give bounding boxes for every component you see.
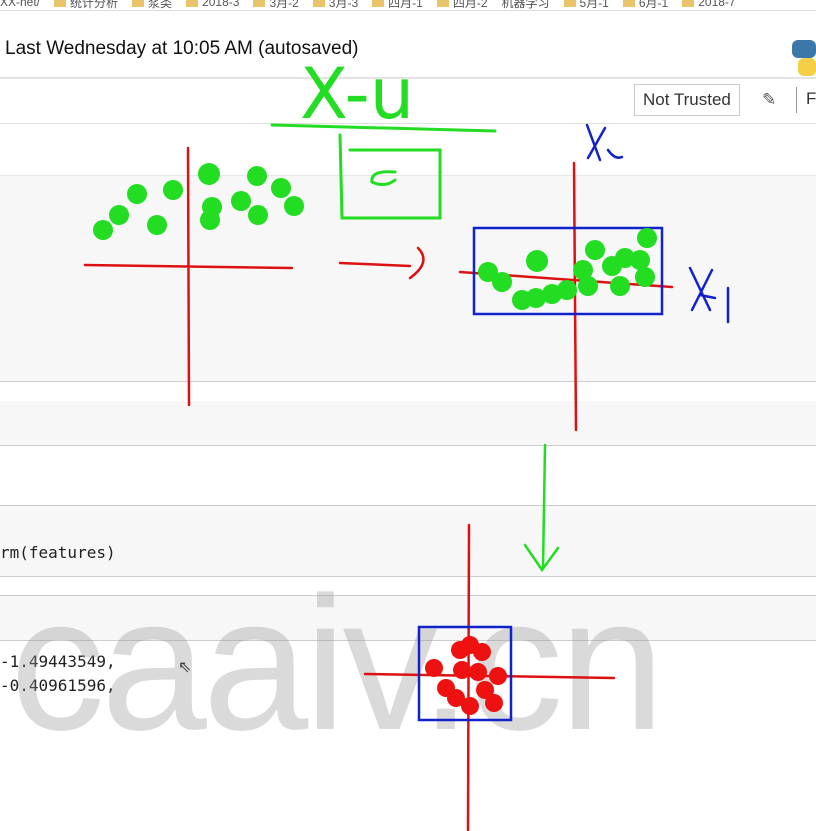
bookmark[interactable]: 四月-1 [372, 0, 423, 10]
cell-output: -1.49443549, -0.40961596, [0, 640, 816, 830]
kernel-indicator[interactable]: F [806, 89, 816, 108]
notebook-header: Last Wednesday at 10:05 AM (autosaved) [0, 16, 816, 79]
bookmark[interactable]: XX-net/ [0, 0, 41, 9]
toolbar: Not Trusted ✎ F [0, 79, 816, 124]
bookmark[interactable]: 浆类 [132, 0, 172, 10]
folder-icon [312, 0, 325, 7]
bounding-box [472, 226, 664, 316]
points-centered [478, 228, 657, 310]
bookmark[interactable]: 6月-1 [622, 0, 668, 10]
not-trusted-button[interactable]: Not Trusted [634, 84, 740, 116]
folder-icon [682, 0, 695, 7]
folder-icon [132, 0, 145, 7]
folder-icon [563, 0, 576, 7]
folder-icon [54, 0, 67, 7]
bookmark[interactable]: 2018-7 [682, 0, 736, 10]
bookmark[interactable]: 5月-1 [563, 0, 609, 10]
formula-numerator: X-u [300, 53, 414, 135]
bookmark[interactable]: 统计分析 [54, 0, 118, 10]
bookmarks-bar: XX-net/ 统计分析 浆类 2018-3 3月-2 3月-3 四月-1 四月… [0, 0, 816, 11]
watermark: caaiv.cn [10, 558, 665, 770]
down-arrow [523, 443, 560, 573]
bookmark[interactable]: 2018-3 [186, 0, 239, 10]
bookmark[interactable]: 机器学习 [501, 0, 550, 10]
points-scaled [425, 636, 507, 715]
output-line: -0.40961596, [0, 676, 116, 695]
folder-icon [372, 0, 385, 7]
code-line: rm(features) [0, 543, 116, 562]
pencil-icon[interactable]: ✎ [762, 90, 777, 109]
autosave-status: Last Wednesday at 10:05 AM (autosaved) [5, 38, 359, 59]
code-cell[interactable]: rm(features) [0, 505, 816, 577]
divider [796, 87, 797, 113]
python-logo-icon [792, 40, 816, 76]
bookmark[interactable]: 3月-3 [312, 0, 358, 10]
cell-input[interactable] [0, 175, 816, 381]
mouse-cursor-icon: ⇖ [178, 659, 192, 676]
bookmark[interactable]: 3月-2 [253, 0, 299, 10]
output-line: -1.49443549, [0, 652, 116, 671]
cell-input[interactable] [0, 401, 816, 446]
scaled-box [417, 625, 513, 722]
axis-labels [585, 123, 730, 324]
axes-before [83, 146, 425, 407]
folder-icon [186, 0, 199, 7]
folder-icon [622, 0, 635, 7]
folder-icon [436, 0, 449, 7]
folder-icon [253, 0, 266, 7]
formula-annotation: X-u [270, 53, 497, 220]
bookmark[interactable]: 四月-2 [436, 0, 488, 10]
points-before [93, 163, 304, 240]
code-cell[interactable] [0, 595, 816, 641]
